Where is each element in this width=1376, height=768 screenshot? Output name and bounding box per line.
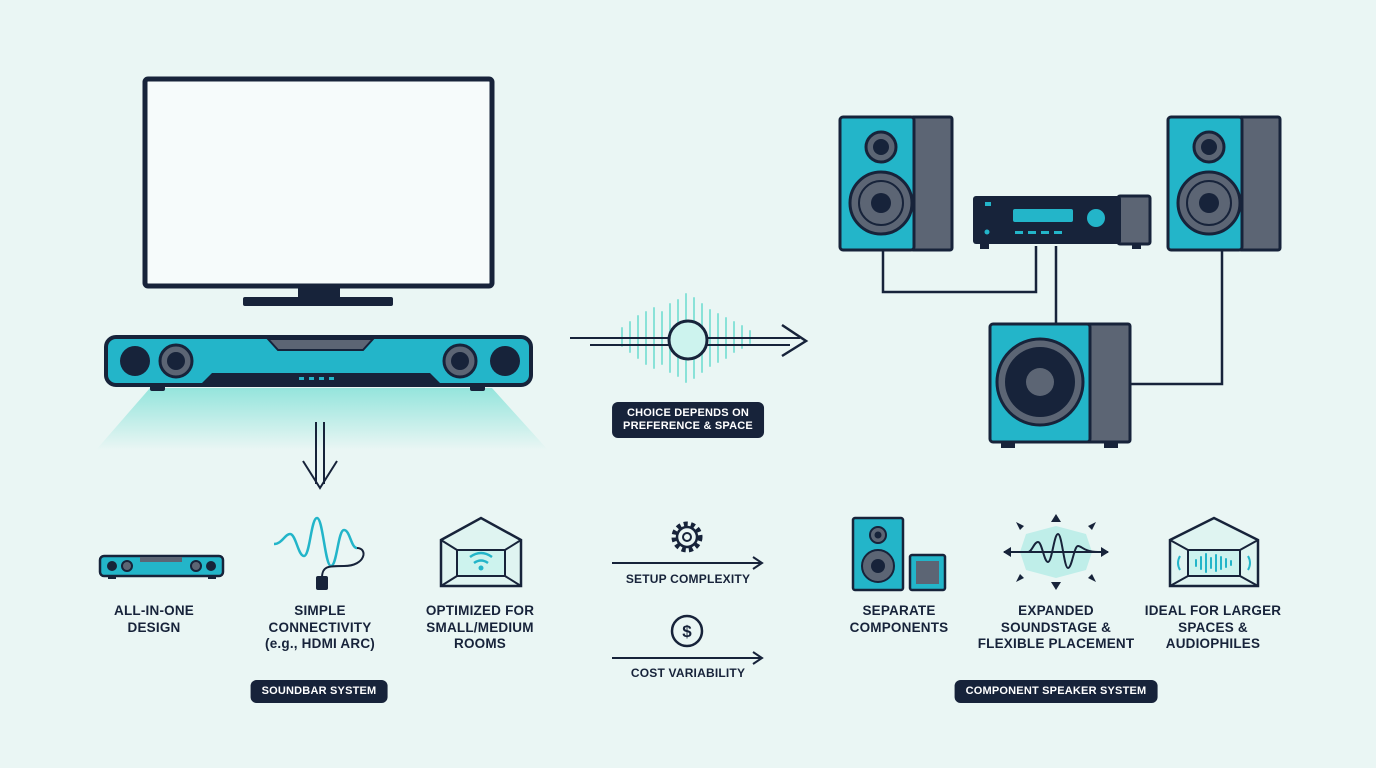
av-receiver-icon <box>973 194 1152 249</box>
down-arrow-icon <box>302 422 338 490</box>
gear-icon <box>671 521 703 553</box>
component-system-badge: COMPONENT SPEAKER SYSTEM <box>954 680 1158 703</box>
soundbar-icon <box>96 335 548 450</box>
cost-arrow-icon <box>612 651 764 665</box>
dollar-glyph: $ <box>682 622 692 641</box>
feature-label-separate-components: SEPARATE COMPONENTS <box>849 603 949 635</box>
feature-label-small-rooms: OPTIMIZED FOR SMALL/MEDIUM ROOMS <box>425 603 535 651</box>
large-room-icon <box>1168 516 1260 588</box>
tv-icon <box>142 76 495 306</box>
feature-label-connectivity: SIMPLE CONNECTIVITY (e.g., HDMI ARC) <box>265 603 375 651</box>
dollar-icon <box>670 614 704 648</box>
hdmi-wave-icon <box>273 516 365 590</box>
speaker-components-icon <box>851 516 947 592</box>
feature-label-soundstage: EXPANDED SOUNDSTAGE & FLEXIBLE PLACEMENT <box>977 603 1135 651</box>
transition-arrow-icon <box>570 293 809 383</box>
soundbar-system-badge: SOUNDBAR SYSTEM <box>250 680 388 703</box>
setup-arrow-icon <box>612 556 764 570</box>
speaker-wires <box>881 246 1224 386</box>
right-speaker-icon <box>1166 115 1282 252</box>
subwoofer-icon <box>988 322 1132 448</box>
mini-soundbar-icon <box>98 554 225 579</box>
expanded-soundstage-icon <box>1003 514 1109 590</box>
cost-variability-label: COST VARIABILITY <box>630 666 746 680</box>
setup-complexity-label: SETUP COMPLEXITY <box>625 572 751 586</box>
choice-note-badge: CHOICE DEPENDS ON PREFERENCE & SPACE <box>612 402 764 438</box>
feature-label-all-in-one: ALL-IN-ONE DESIGN <box>114 603 194 635</box>
left-speaker-icon <box>838 115 954 252</box>
small-room-icon <box>439 516 523 588</box>
feature-label-larger-spaces: IDEAL FOR LARGER SPACES & AUDIOPHILES <box>1144 603 1282 651</box>
